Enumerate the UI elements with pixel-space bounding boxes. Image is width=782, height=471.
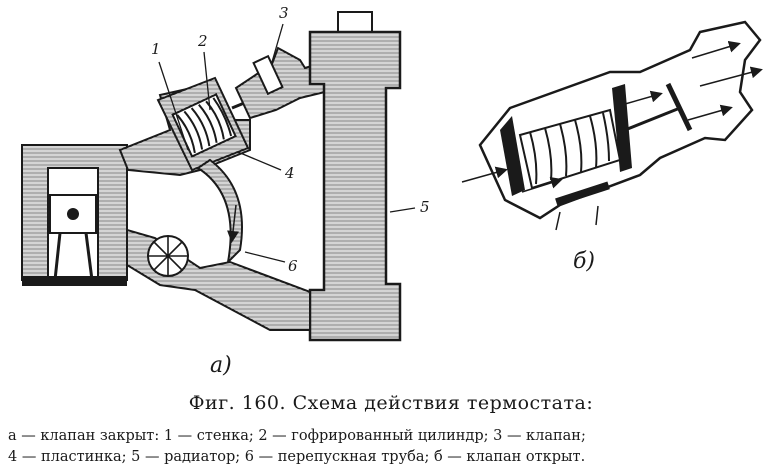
- figure-caption-legend: а — клапан закрыт: 1 — стенка; 2 — гофри…: [8, 426, 778, 468]
- label-part-2: 2: [197, 32, 208, 50]
- subfigure-b-label: б): [573, 249, 595, 274]
- caption-line-2: 4 — пластинка; 5 — радиатор; 6 — перепус…: [8, 449, 586, 465]
- caption-line-1: а — клапан закрыт: 1 — стенка; 2 — гофри…: [8, 428, 586, 444]
- figure-caption-title: Фиг. 160. Схема действия термостата:: [188, 392, 594, 414]
- flow-arrows: [461, 40, 763, 231]
- bellows-open: [518, 108, 622, 190]
- subfigure-a-label: а): [210, 353, 232, 378]
- leader-lines: [158, 23, 416, 263]
- label-part-1: 1: [151, 40, 161, 58]
- subfigure-b: б): [461, 20, 763, 274]
- radiator: [308, 11, 402, 342]
- bypass-pipe: [196, 158, 243, 265]
- label-part-6: 6: [288, 257, 298, 275]
- engine-block: [21, 144, 128, 286]
- label-part-5: 5: [420, 198, 430, 216]
- subfigure-a: 1 2 3 4 5 6 а): [21, 4, 430, 378]
- lower-return-pipe: [126, 228, 311, 331]
- valve-disk-open: [665, 82, 693, 132]
- label-part-3: 3: [279, 4, 289, 22]
- bellows-cylinder: [171, 93, 237, 158]
- label-part-4: 4: [284, 164, 295, 182]
- thermostat-housing: [156, 76, 277, 172]
- water-pump: [147, 235, 189, 277]
